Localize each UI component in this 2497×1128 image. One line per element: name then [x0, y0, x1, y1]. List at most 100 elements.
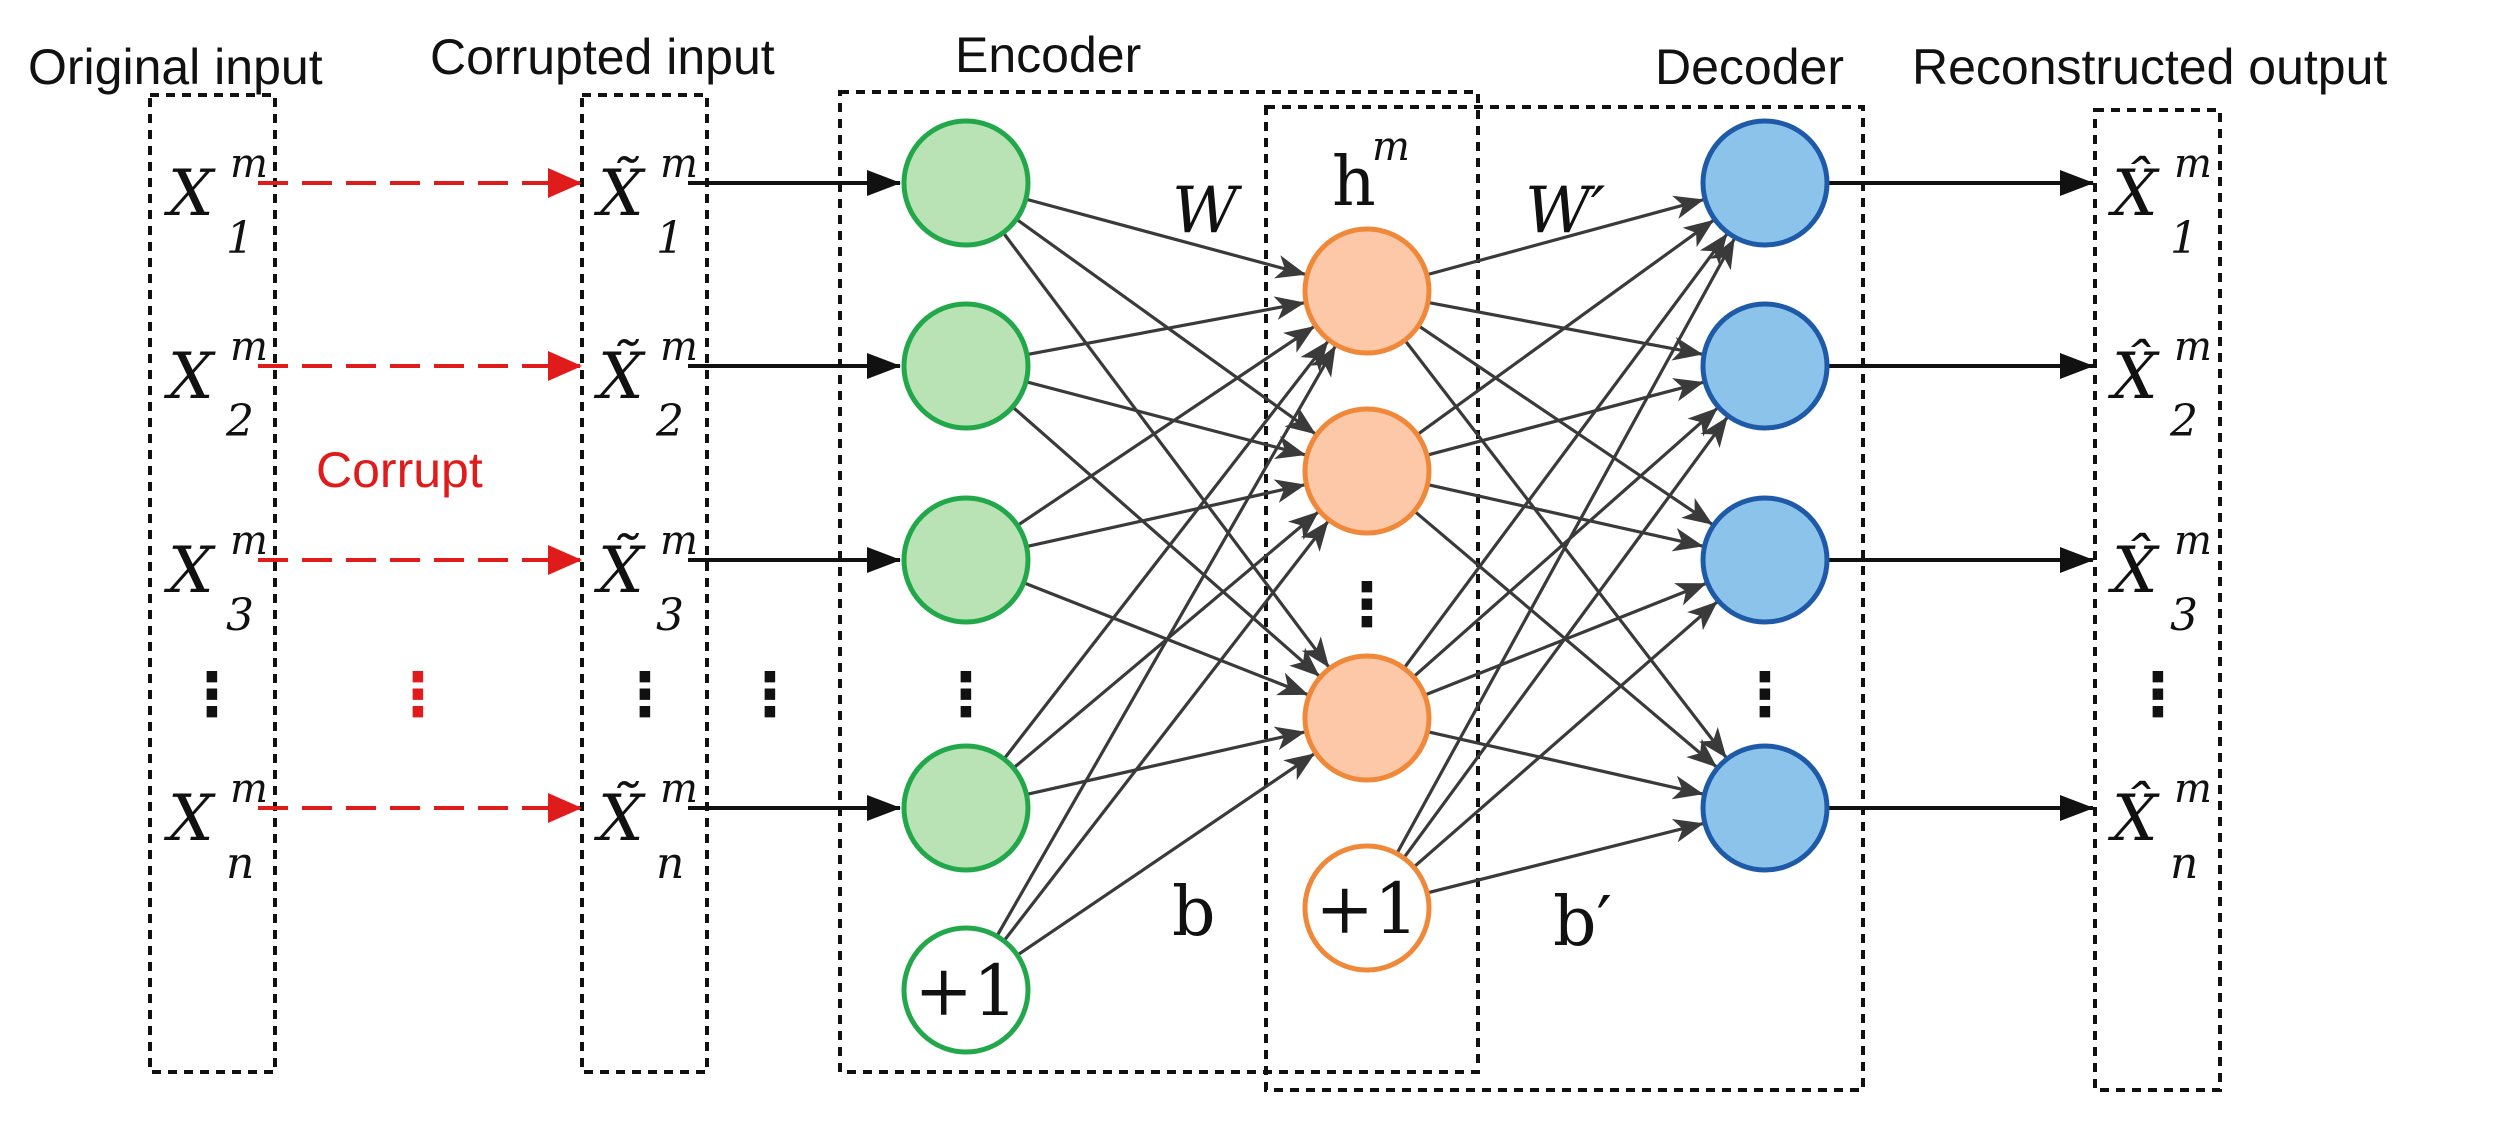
svg-text:m: m	[2174, 324, 2212, 370]
edge-enc-4-hid-2	[1016, 752, 1315, 957]
edge-enc-1-hid-0	[1026, 296, 1306, 357]
encoder-box	[838, 90, 1480, 1074]
label-b: b	[1172, 873, 1216, 952]
original-input-box	[148, 93, 277, 1074]
svg-text:X: X	[163, 782, 216, 856]
corrupt-arrow-head	[548, 545, 582, 575]
encoder-bias-node	[901, 925, 1031, 1055]
svg-text:h: h	[1332, 143, 1376, 222]
corrupt-arrow-head	[548, 168, 582, 198]
header-encoder: Encoder	[955, 27, 1141, 83]
encoder-node	[901, 118, 1031, 248]
svg-text:m: m	[2174, 766, 2212, 812]
svg-text:X: X	[163, 534, 216, 608]
edge-hid-1-dec-2	[1427, 482, 1704, 552]
hidden-node	[1302, 406, 1432, 536]
edge-hid-3-dec-1	[1402, 416, 1729, 859]
edge-enc-0-hid-2	[1001, 231, 1330, 668]
edge-hid-2-dec-3	[1427, 730, 1704, 800]
decoder-node	[1700, 301, 1830, 431]
edge-hid-2-dec-0	[1402, 233, 1729, 670]
svg-text:m: m	[230, 324, 268, 370]
header-reconstructed-output: Reconstructed output	[1912, 39, 2387, 95]
svg-text:1: 1	[2170, 213, 2198, 264]
label-W: W	[1172, 174, 1243, 248]
encoder-node	[901, 743, 1031, 873]
svg-text:X̃: X̃	[593, 156, 646, 231]
svg-text:3: 3	[656, 590, 684, 641]
svg-text:m: m	[2174, 518, 2212, 564]
svg-text:m: m	[660, 518, 698, 564]
svg-text:X: X	[163, 340, 216, 414]
edge-enc-2-hid-1	[1026, 479, 1306, 549]
edge-enc-0-hid-1	[1015, 217, 1316, 435]
svg-text:m: m	[660, 324, 698, 370]
edge-hid-0-dec-2	[1417, 324, 1713, 526]
svg-text:m: m	[2174, 141, 2212, 187]
svg-text:m: m	[660, 141, 698, 187]
edge-hid-2-dec-1	[1412, 407, 1719, 679]
svg-text:2: 2	[225, 396, 254, 447]
label-hidden: h m	[1332, 124, 1410, 222]
svg-text:X̂: X̂	[2107, 156, 2160, 231]
corrupted-ellipsis: ⋮	[615, 660, 675, 730]
corrupt-arrow-head	[548, 793, 582, 823]
between-ellipsis: ⋮	[740, 660, 800, 730]
edge-hid-1-dec-0	[1416, 219, 1715, 436]
svg-text:3: 3	[226, 590, 254, 641]
svg-text:X̂: X̂	[2107, 533, 2160, 608]
edge-enc-2-hid-0	[1016, 325, 1315, 527]
decoder-ellipsis: ⋮	[1735, 660, 1795, 730]
edge-hid-1-dec-1	[1426, 378, 1705, 457]
corrupted-input-label: X̃ m 1	[593, 141, 698, 264]
edge-enc-0-hid-0	[1025, 197, 1307, 279]
edge-enc-4-hid-0	[995, 345, 1337, 938]
label-b-prime: b′	[1553, 883, 1612, 962]
header-original-input: Original input	[28, 39, 323, 95]
svg-text:1: 1	[226, 213, 254, 264]
edge-hid-3-dec-3	[1426, 819, 1704, 895]
corrupted-input-label: X̃ m 3	[593, 518, 698, 641]
connection-edges	[995, 195, 1736, 957]
svg-text:n: n	[2170, 838, 2198, 889]
decoder-node	[1700, 743, 1830, 873]
svg-text:m: m	[660, 766, 698, 812]
network-nodes: +1+1	[901, 118, 1830, 1055]
edge-enc-4-hid-1	[1002, 520, 1330, 942]
svg-text:X̃: X̃	[593, 339, 646, 414]
header-corrupted-input: Corrupted input	[430, 29, 775, 85]
label-W-prime: W′	[1525, 174, 1606, 248]
svg-text:m: m	[1372, 124, 1410, 170]
edge-hid-3-dec-2	[1412, 600, 1718, 869]
corrupt-arrow-head	[548, 351, 582, 381]
encoder-ellipsis: ⋮	[936, 660, 996, 730]
hidden-layer-box	[1264, 105, 1865, 1092]
svg-text:n: n	[656, 838, 684, 889]
edge-enc-3-hid-0	[1002, 340, 1330, 760]
svg-text:1: 1	[656, 213, 684, 264]
edge-enc-3-hid-2	[1026, 726, 1306, 796]
reconstructed-output-label: X̂ m 3	[2107, 518, 2212, 641]
svg-text:X̂: X̂	[2107, 781, 2160, 856]
svg-text:m: m	[230, 141, 268, 187]
bias-unit-label: +1	[914, 950, 1017, 1032]
output-ellipsis: ⋮	[2128, 660, 2188, 730]
corrupt-label: Corrupt	[316, 442, 483, 498]
hidden-node	[1302, 226, 1432, 356]
svg-text:m: m	[230, 518, 268, 564]
reconstructed-output-label: X̂ m 1	[2107, 141, 2212, 264]
corrupt-ellipsis: ⋮	[388, 660, 448, 730]
svg-text:2: 2	[2169, 396, 2198, 447]
svg-text:m: m	[230, 766, 268, 812]
header-decoder: Decoder	[1655, 39, 1844, 95]
edge-hid-0-dec-0	[1426, 195, 1705, 277]
reconstructed-output-label: X̂m2	[2107, 324, 2212, 447]
svg-text:3: 3	[2170, 590, 2198, 641]
svg-text:X̃: X̃	[593, 533, 646, 608]
